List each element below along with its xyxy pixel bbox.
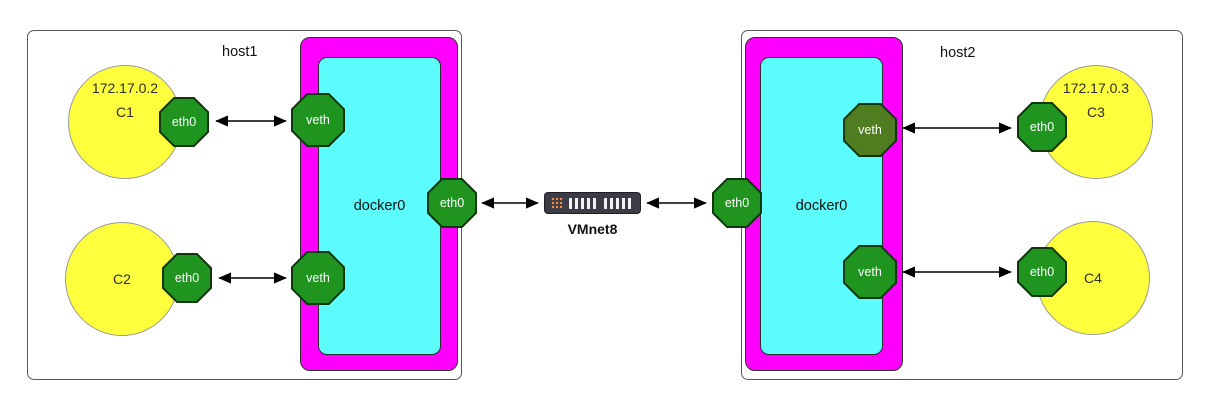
vmnet8-switch-icon <box>544 192 641 214</box>
c2-eth0-octagon-fill: eth0 <box>164 255 210 301</box>
c4-eth0-octagon-fill: eth0 <box>1019 249 1065 295</box>
host1-label: host1 <box>222 44 258 60</box>
veth-top-label-host2: veth <box>858 123 882 137</box>
docker0-label-host1: docker0 <box>353 198 406 214</box>
c2-eth0-octagon: eth0 <box>162 253 212 303</box>
veth-top-label-host1: veth <box>306 113 330 127</box>
veth-top-octagon-host2-fill: veth <box>845 105 895 155</box>
c3-eth0-octagon: eth0 <box>1017 102 1067 152</box>
c4-label: C4 <box>1084 270 1102 286</box>
veth-top-octagon-host1-fill: veth <box>293 95 343 145</box>
vmnet8-label: VMnet8 <box>567 221 618 237</box>
c4-eth0-octagon: eth0 <box>1017 247 1067 297</box>
c3-eth0-label: eth0 <box>1029 120 1055 134</box>
docker0-inner-host2: docker0 <box>760 57 883 355</box>
c2-label: C2 <box>113 271 131 287</box>
veth-bottom-octagon-host2-fill: veth <box>845 247 895 297</box>
veth-bottom-label-host1: veth <box>306 271 330 285</box>
switch-ports-left <box>569 197 599 209</box>
host1-eth0-label: eth0 <box>439 196 465 210</box>
docker0-label-host2: docker0 <box>795 198 848 214</box>
host1-eth0-octagon-fill: eth0 <box>429 180 475 226</box>
veth-top-octagon-host1: veth <box>291 93 345 147</box>
veth-top-octagon-host2: veth <box>843 103 897 157</box>
veth-bottom-octagon-host2: veth <box>843 245 897 299</box>
host2-label: host2 <box>940 45 976 61</box>
host2-eth0-octagon-fill: eth0 <box>714 180 760 226</box>
c1-eth0-octagon-fill: eth0 <box>161 99 207 145</box>
c1-eth0-octagon: eth0 <box>159 97 209 147</box>
c4-eth0-label: eth0 <box>1029 265 1055 279</box>
c2-eth0-label: eth0 <box>174 271 200 285</box>
veth-bottom-octagon-host1: veth <box>291 251 345 305</box>
veth-bottom-label-host2: veth <box>858 265 882 279</box>
host2-eth0-label: eth0 <box>724 196 750 210</box>
c1-eth0-label: eth0 <box>171 115 197 129</box>
switch-ports-right <box>604 197 634 209</box>
host2-eth0-octagon: eth0 <box>712 178 762 228</box>
c1-label: C1 <box>116 104 134 120</box>
c1-ip-label: 172.17.0.2 <box>91 80 159 96</box>
host1-eth0-octagon: eth0 <box>427 178 477 228</box>
switch-led-grid <box>551 197 564 209</box>
veth-bottom-octagon-host1-fill: veth <box>293 253 343 303</box>
c3-ip-label: 172.17.0.3 <box>1062 80 1130 96</box>
c3-eth0-octagon-fill: eth0 <box>1019 104 1065 150</box>
container-c1: 172.17.0.2 C1 <box>68 65 182 179</box>
container-c2: C2 <box>65 222 179 336</box>
c3-label: C3 <box>1087 104 1105 120</box>
